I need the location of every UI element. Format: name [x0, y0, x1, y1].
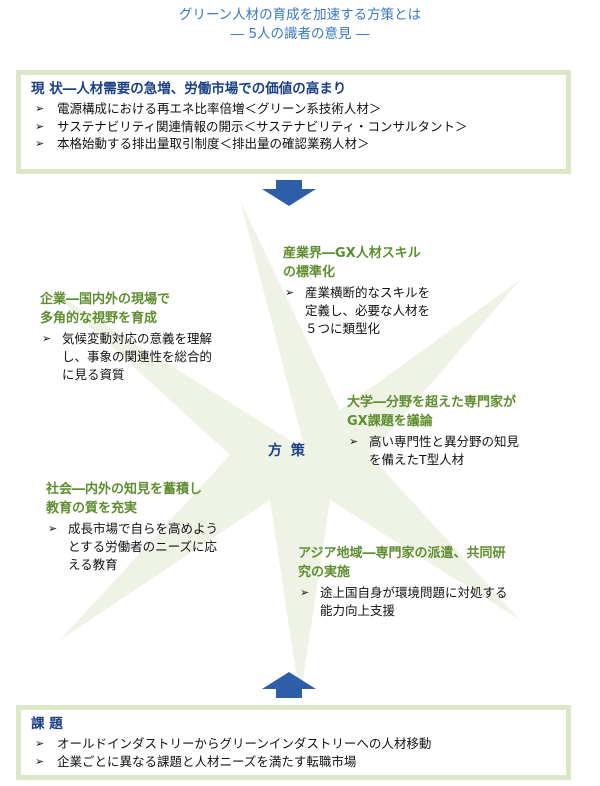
bullet-arrow-icon: ➢ — [35, 119, 45, 133]
section-company-title-2: 多角的な視野を育成 — [40, 311, 158, 326]
bullet-arrow-icon: ➢ — [35, 737, 45, 750]
down-arrow-icon — [262, 180, 316, 206]
section-asia-title-2: 究の実施 — [298, 565, 351, 580]
challenges-panel: 課 題 ➢オールドインダストリーからグリーンインダストリーへの人材移動 ➢企業ご… — [16, 705, 571, 780]
list-item: ➢企業ごとに異なる課題と人材ニーズを満たす転職市場 — [35, 753, 357, 769]
section-asia: アジア地域―専門家の派遣、共同研 究の実施 ➢ 途上国自身が環境問題に対処する … — [298, 544, 588, 620]
bullet-arrow-icon: ➢ — [35, 102, 45, 115]
list-item: ➢ 成長市場で自らを高めよう とする労働者のニーズに応 える教育 — [48, 521, 219, 572]
section-society: 社会―内外の知見を蓄積し 教育の質を充実 ➢ 成長市場で自らを高めよう とする労… — [46, 480, 286, 574]
bullet-arrow-icon: ➢ — [35, 754, 45, 768]
list-item: ➢本格始動する排出量取引制度＜排出量の確認業務人材＞ — [35, 136, 370, 151]
bullet-arrow-icon: ➢ — [35, 137, 45, 150]
section-university-title-1: 大学―分野を超えた専門家が — [347, 395, 517, 410]
challenges-heading: 課 題 — [31, 716, 63, 732]
section-asia-title-1: アジア地域―専門家の派遣、共同研 — [298, 546, 506, 561]
current-status-heading: 現 状―人材需要の急増、労働市場での価値の高まり — [31, 81, 347, 97]
section-university: 大学―分野を超えた専門家が GX課題を議論 ➢ 高い専門性と異分野の知見 を備え… — [347, 393, 587, 469]
section-industry-title-2: の標準化 — [283, 265, 336, 280]
section-company: 企業―国内外の現場で 多角的な視野を育成 ➢ 気候変動対応の意義を理解 し、事象… — [40, 290, 270, 384]
section-society-title-2: 教育の質を充実 — [46, 501, 138, 516]
list-item: ➢オールドインダストリーからグリーンインダストリーへの人材移動 — [35, 736, 432, 751]
bullet-arrow-icon: ➢ — [48, 522, 58, 535]
list-item: ➢ 途上国自身が環境問題に対処する 能力向上支援 — [300, 585, 508, 618]
center-measures-label: 方 策 — [268, 443, 307, 459]
list-item: ➢電源構成における再エネ比率倍増＜グリーン系技術人材＞ — [35, 101, 382, 116]
bullet-arrow-icon: ➢ — [42, 332, 52, 345]
bullet-arrow-icon: ➢ — [285, 286, 295, 299]
bullet-arrow-icon: ➢ — [349, 435, 359, 448]
section-industry: 産業界―GX人材スキル の標準化 ➢ 産業横断的なスキルを 定義し、必要な人材を… — [283, 244, 523, 338]
list-item: ➢ 高い専門性と異分野の知見 を備えたT型人材 — [349, 434, 520, 467]
list-item: ➢ 気候変動対応の意義を理解 し、事象の関連性を総合的 に見る資質 — [42, 331, 213, 382]
section-company-title-1: 企業―国内外の現場で — [40, 292, 171, 307]
section-university-title-2: GX課題を議論 — [347, 414, 433, 429]
title-line-1: グリーン人材の育成を加速する方策とは — [178, 7, 422, 23]
challenges-list: ➢オールドインダストリーからグリーンインダストリーへの人材移動 ➢企業ごとに異な… — [31, 735, 558, 770]
list-item: ➢サステナビリティ関連情報の開示＜サステナビリティ・コンサルタント＞ — [35, 118, 468, 134]
current-status-panel: 現 状―人材需要の急増、労働市場での価値の高まり ➢電源構成における再エネ比率倍… — [16, 70, 571, 174]
current-status-list: ➢電源構成における再エネ比率倍増＜グリーン系技術人材＞ ➢サステナビリティ関連情… — [31, 100, 558, 153]
section-industry-title-1: 産業界―GX人材スキル — [283, 246, 421, 261]
section-society-title-1: 社会―内外の知見を蓄積し — [46, 482, 203, 497]
bullet-arrow-icon: ➢ — [300, 586, 310, 599]
diagram-title: グリーン人材の育成を加速する方策とは ― 5人の識者の意見 ― — [0, 6, 600, 44]
list-item: ➢ 産業横断的なスキルを 定義し、必要な人材を ５つに類型化 — [285, 285, 431, 336]
up-arrow-icon — [262, 672, 316, 698]
title-line-2: ― 5人の識者の意見 ― — [230, 26, 370, 42]
